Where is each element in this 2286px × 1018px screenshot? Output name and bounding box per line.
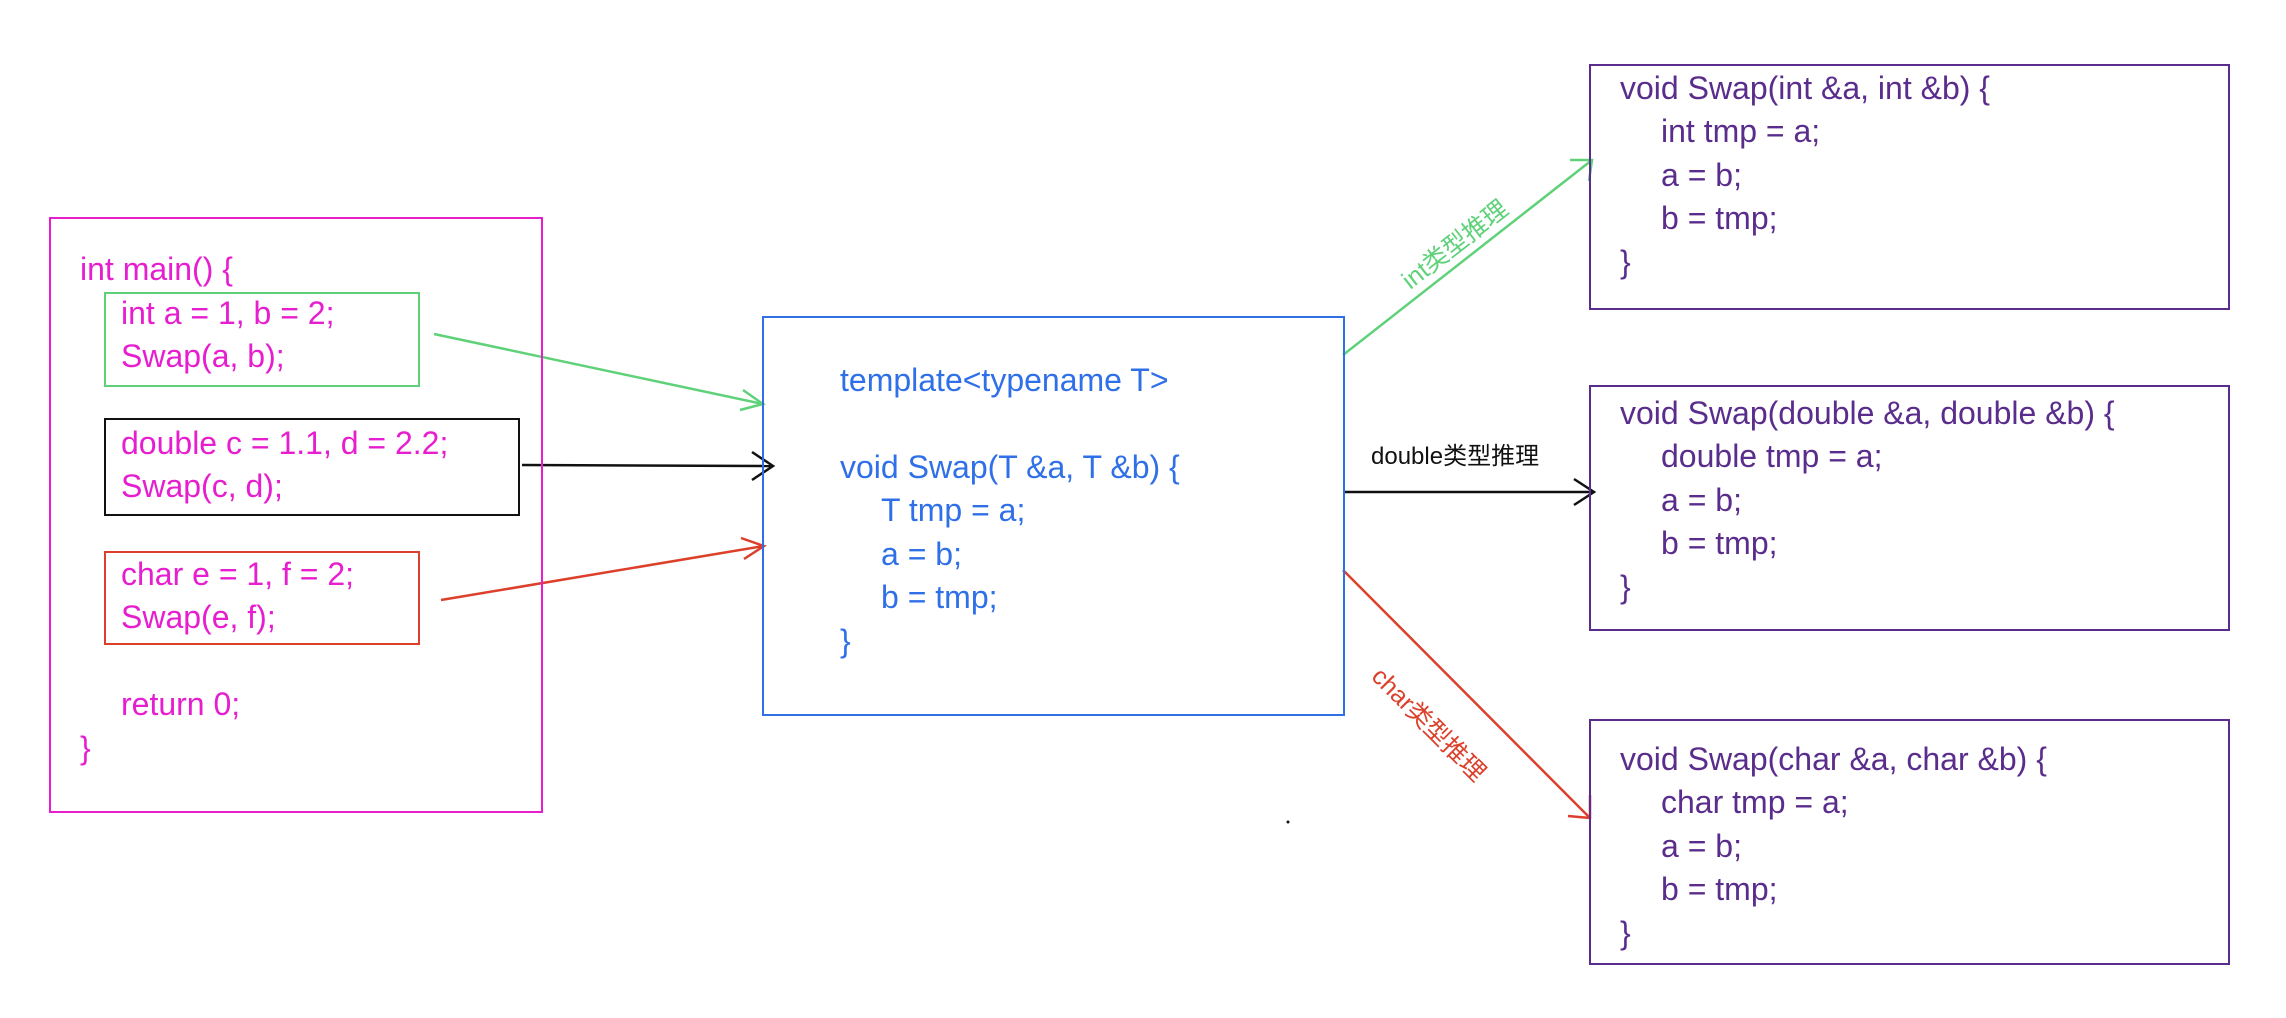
int-instance-line-assign-a: a = b; bbox=[1661, 157, 1742, 193]
char-call-arrowhead bbox=[740, 536, 767, 561]
double-instance-signature: void Swap(double &a, double &b) { bbox=[1620, 395, 2115, 431]
template-closing-brace: } bbox=[840, 623, 851, 659]
double-swap-call: Swap(c, d); bbox=[121, 468, 283, 504]
template-line-tmp: T tmp = a; bbox=[881, 492, 1026, 528]
template-line-assign-b: b = tmp; bbox=[881, 579, 998, 615]
main-signature: int main() { bbox=[80, 251, 233, 287]
double-instance-line-tmp: double tmp = a; bbox=[1661, 438, 1883, 474]
main-function-box bbox=[49, 217, 543, 813]
double-instance-box bbox=[1589, 385, 2230, 631]
char-instance-line-tmp: char tmp = a; bbox=[1661, 784, 1849, 820]
template-box bbox=[762, 316, 1345, 716]
int-instance-closing-brace: } bbox=[1620, 244, 1631, 280]
template-line-assign-a: a = b; bbox=[881, 536, 962, 572]
int-instance-line-assign-b: b = tmp; bbox=[1661, 200, 1778, 236]
char-deduction-arrow bbox=[1342, 569, 1591, 819]
stray-dot bbox=[1286, 820, 1290, 824]
int-instance-signature: void Swap(int &a, int &b) { bbox=[1620, 70, 1990, 106]
int-call-arrow bbox=[433, 332, 764, 406]
double-deduction-label: double类型推理 bbox=[1371, 443, 1540, 470]
char-instance-box bbox=[1589, 719, 2230, 965]
return-statement: return 0; bbox=[121, 686, 241, 722]
int-declaration: int a = 1, b = 2; bbox=[121, 295, 335, 331]
template-declaration: template<typename T> bbox=[840, 362, 1169, 398]
double-call-arrowhead bbox=[751, 450, 776, 482]
double-call-box bbox=[104, 418, 520, 516]
char-declaration: char e = 1, f = 2; bbox=[121, 556, 355, 592]
double-instance-line-assign-a: a = b; bbox=[1661, 482, 1742, 518]
char-instance-closing-brace: } bbox=[1620, 915, 1631, 951]
int-instance-box bbox=[1589, 64, 2230, 310]
double-call-arrow bbox=[521, 463, 774, 468]
int-call-box bbox=[104, 292, 420, 387]
char-call-arrow bbox=[440, 544, 765, 602]
template-signature: void Swap(T &a, T &b) { bbox=[840, 449, 1180, 485]
double-deduction-arrowhead bbox=[1573, 477, 1597, 507]
double-instance-closing-brace: } bbox=[1620, 569, 1631, 605]
double-declaration: double c = 1.1, d = 2.2; bbox=[121, 425, 449, 461]
char-instance-signature: void Swap(char &a, char &b) { bbox=[1620, 741, 2047, 777]
main-closing-brace: } bbox=[80, 730, 91, 766]
double-instance-line-assign-b: b = tmp; bbox=[1661, 525, 1778, 561]
int-swap-call: Swap(a, b); bbox=[121, 338, 285, 374]
char-swap-call: Swap(e, f); bbox=[121, 599, 276, 635]
char-call-box bbox=[104, 551, 420, 645]
char-instance-line-assign-b: b = tmp; bbox=[1661, 871, 1778, 907]
int-instance-line-tmp: int tmp = a; bbox=[1661, 113, 1821, 149]
char-instance-line-assign-a: a = b; bbox=[1661, 828, 1742, 864]
int-deduction-arrow bbox=[1342, 159, 1593, 356]
